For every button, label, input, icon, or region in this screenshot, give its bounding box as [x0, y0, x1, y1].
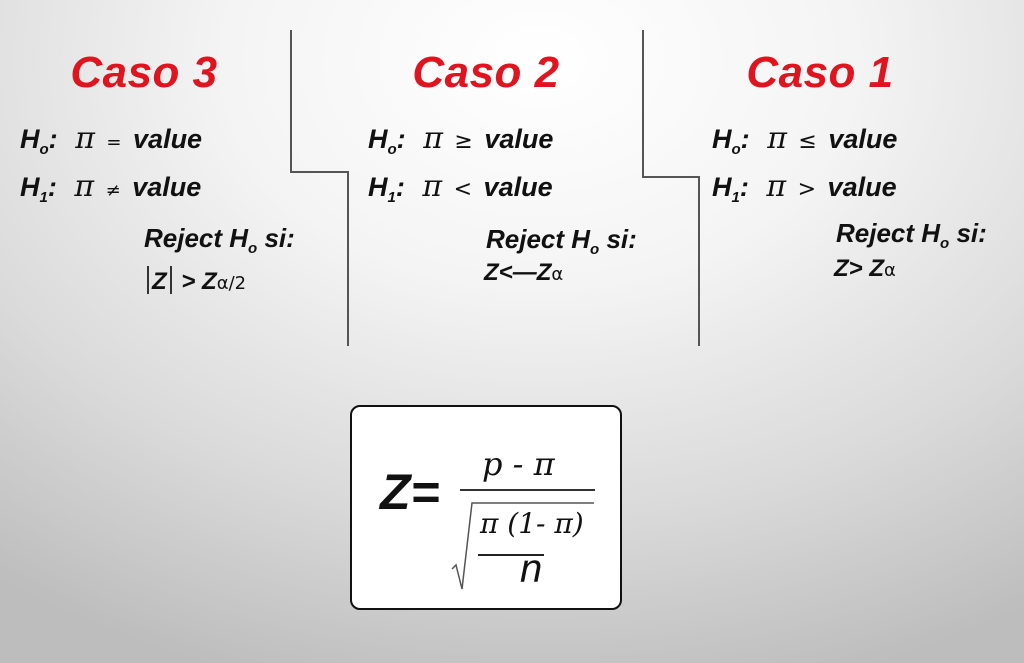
operator: =	[106, 132, 122, 153]
formula-lhs: Z=	[380, 464, 440, 520]
square-root-icon	[451, 502, 594, 590]
caso-2-h1: H1: π < value	[368, 169, 553, 206]
caso-1-h1: H1: π > value	[712, 169, 897, 206]
caso-3-rule: Z > Zα/2	[144, 266, 246, 294]
divider-left-step	[290, 171, 348, 173]
operator: >	[797, 177, 817, 202]
divider-right-upper	[642, 30, 644, 177]
caso-3-title: Caso 3	[70, 48, 218, 97]
pi-symbol: π	[422, 169, 443, 204]
divider-right-step	[642, 176, 699, 178]
caso-2-h0: Ho: π ≥ value	[368, 121, 554, 158]
caso-1-reject: Reject Ho si:	[836, 218, 987, 252]
formula-numerator: p - π	[482, 445, 555, 483]
divider-left-lower	[347, 171, 349, 346]
pi-symbol: π	[75, 121, 95, 156]
pi-symbol: π	[767, 121, 787, 156]
caso-2-reject: Reject Ho si:	[486, 224, 637, 258]
caso-3-reject: Reject Ho si:	[144, 223, 295, 257]
divider-left-upper	[290, 30, 292, 172]
fraction-line	[460, 489, 595, 491]
radicand-numerator: π (1- π)	[480, 507, 584, 540]
operator: ≥	[454, 129, 473, 154]
caso-2-title: Caso 2	[412, 48, 560, 97]
operator: <	[453, 177, 473, 202]
caso-1-h0: Ho: π ≤ value	[712, 121, 898, 158]
pi-symbol: π	[766, 169, 787, 204]
caso-1-rule: Z> Zα	[834, 255, 896, 282]
pi-symbol: π	[423, 121, 443, 156]
radicand-denominator: n	[520, 547, 543, 591]
caso-3-h0: Ho: π = value	[20, 121, 203, 158]
pi-symbol: π	[74, 169, 95, 204]
operator: ≤	[798, 129, 817, 154]
formula-box: Z= p - π π (1- π) n	[350, 405, 622, 610]
caso-2-rule: Z<—Zα	[484, 259, 564, 286]
caso-3-h1: H1: π ≠ value	[20, 169, 202, 206]
divider-right-lower	[698, 176, 700, 346]
caso-1-title: Caso 1	[746, 48, 894, 97]
operator: ≠	[105, 180, 121, 201]
